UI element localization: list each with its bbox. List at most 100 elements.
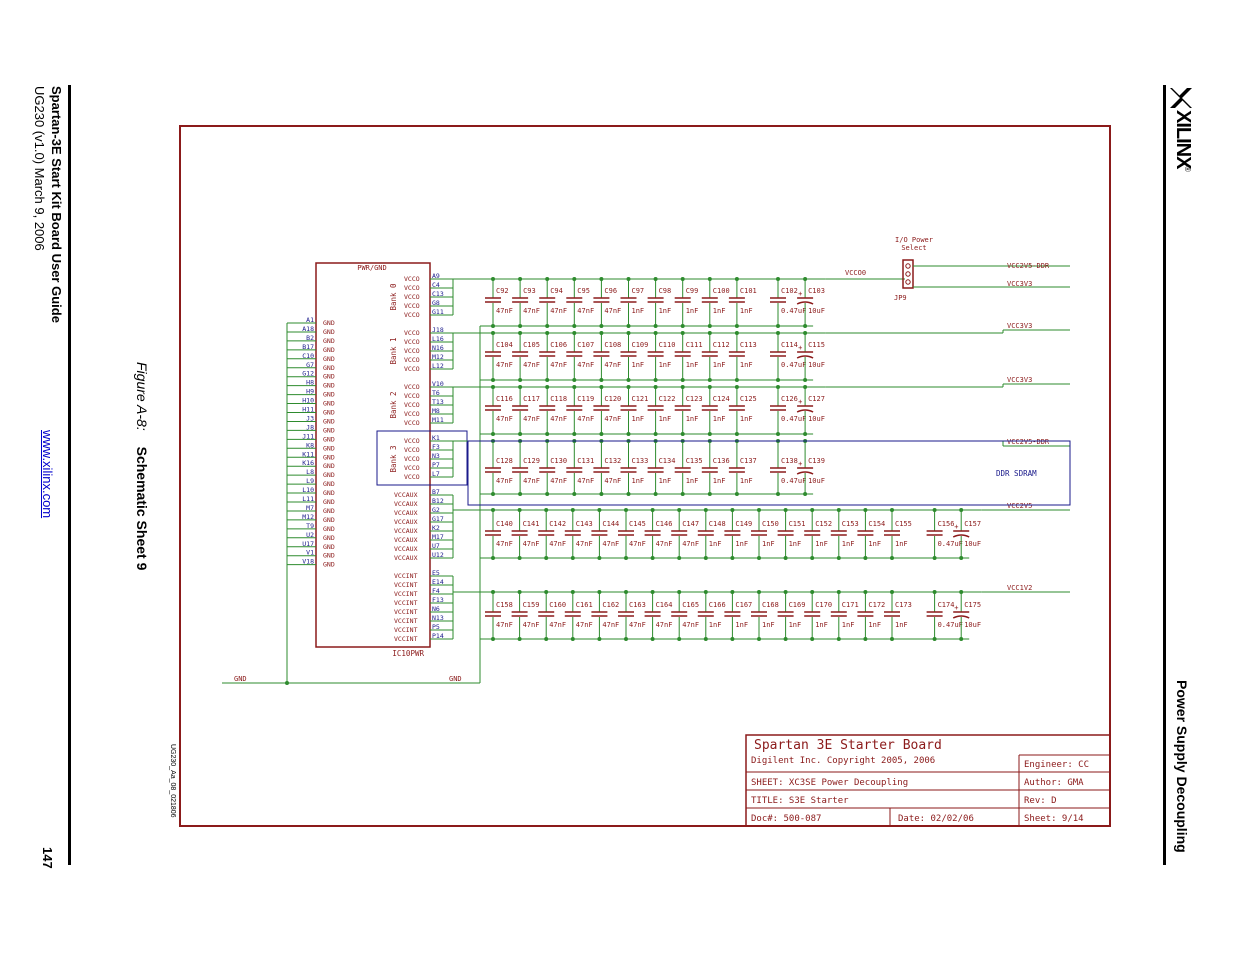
cap-name: C102 bbox=[781, 287, 798, 295]
gnd-pin-label: GND bbox=[323, 525, 335, 533]
cap-name: C109 bbox=[632, 341, 649, 349]
cap-value: 47nF bbox=[523, 361, 540, 369]
cap-gnd-junction bbox=[517, 556, 522, 560]
cap-value: 47nF bbox=[682, 540, 699, 548]
gnd-pin-number: M7 bbox=[306, 504, 314, 512]
cap-gnd-junction bbox=[707, 378, 712, 382]
cap-name: C155 bbox=[895, 520, 912, 528]
cap-value: 47nF bbox=[656, 621, 673, 629]
gnd-pin-label: GND bbox=[323, 453, 335, 461]
cap-name: C99 bbox=[686, 287, 699, 295]
cap-name: C123 bbox=[686, 395, 703, 403]
cap-name: C172 bbox=[868, 601, 885, 609]
bank-pin-label: VCCO bbox=[404, 302, 420, 310]
cap-gnd-junction bbox=[626, 324, 631, 328]
net-label: VCC3V3 bbox=[1007, 322, 1032, 330]
cap-value: 47nF bbox=[577, 307, 594, 315]
gnd-right-label: GND bbox=[449, 675, 462, 683]
cap-value: 0.47uF bbox=[938, 540, 963, 548]
cap-name: C133 bbox=[632, 457, 649, 465]
int-pin-label: VCCINT bbox=[394, 599, 418, 607]
gnd-pin-label: GND bbox=[323, 382, 335, 390]
ic-name: PWR/GND bbox=[357, 264, 387, 272]
gnd-pin-number: L8 bbox=[306, 468, 314, 476]
cap-value: 1nF bbox=[842, 540, 855, 548]
tb-title: TITLE: S3E Starter bbox=[751, 796, 849, 806]
cap-gnd-junction bbox=[734, 432, 739, 436]
cap-value: 1nF bbox=[686, 307, 699, 315]
cap-gnd-junction bbox=[599, 432, 604, 436]
gnd-pin-number: H11 bbox=[302, 406, 314, 414]
cap-value: 47nF bbox=[550, 477, 567, 485]
cap-value: 10uF bbox=[808, 361, 825, 369]
gnd-pin-label: GND bbox=[323, 409, 335, 417]
cap-name: C156 bbox=[938, 520, 955, 528]
cap-polarity: + bbox=[798, 290, 802, 298]
cap-name: C170 bbox=[815, 601, 832, 609]
int-pin-number: F13 bbox=[432, 596, 444, 604]
cap-gnd-junction bbox=[677, 556, 682, 560]
rail-label: VCCO0 bbox=[845, 269, 866, 277]
cap-gnd-junction bbox=[890, 556, 894, 560]
cap-value: 47nF bbox=[602, 540, 619, 548]
cap-name: C162 bbox=[602, 601, 619, 609]
cap-value: 1nF bbox=[895, 621, 908, 629]
gnd-pin-label: GND bbox=[323, 346, 335, 354]
cap-name: C132 bbox=[604, 457, 621, 465]
cap-value: 1nF bbox=[895, 540, 908, 548]
int-pin-number: N13 bbox=[432, 614, 444, 622]
cap-name: C101 bbox=[740, 287, 757, 295]
cap-name: C124 bbox=[713, 395, 730, 403]
gnd-pin-number: K11 bbox=[302, 450, 314, 458]
int-pin-label: VCCINT bbox=[394, 572, 418, 580]
gnd-pin-number: B17 bbox=[302, 343, 314, 351]
gnd-pin-number: L9 bbox=[306, 477, 314, 485]
cap-gnd-junction bbox=[776, 378, 780, 382]
cap-gnd-junction bbox=[734, 492, 739, 496]
cap-value: 0.47uF bbox=[938, 621, 963, 629]
cap-value: 47nF bbox=[549, 621, 566, 629]
cap-value: 1nF bbox=[659, 477, 672, 485]
bank-pin-number: T13 bbox=[432, 398, 444, 406]
cap-gnd-junction bbox=[734, 378, 739, 382]
cap-gnd-junction bbox=[491, 378, 495, 382]
cap-name: C128 bbox=[496, 457, 513, 465]
cap-name: C94 bbox=[550, 287, 563, 295]
cap-value: 47nF bbox=[523, 621, 540, 629]
cap-gnd-junction bbox=[680, 432, 685, 436]
cap-value: 1nF bbox=[740, 477, 753, 485]
cap-value: 47nF bbox=[523, 540, 540, 548]
int-pin-number: F4 bbox=[432, 587, 440, 595]
cap-value: 1nF bbox=[686, 415, 699, 423]
cap-name: C93 bbox=[523, 287, 536, 295]
cap-value: 47nF bbox=[577, 415, 594, 423]
cap-polarity: + bbox=[798, 460, 802, 468]
gnd-pin-number: J3 bbox=[306, 414, 314, 422]
title-block bbox=[745, 734, 1111, 827]
cap-name: C159 bbox=[523, 601, 540, 609]
bank-label: Bank 3 bbox=[389, 445, 398, 472]
cap-value: 47nF bbox=[550, 361, 567, 369]
cap-value: 47nF bbox=[523, 307, 540, 315]
bank-pin-label: VCCO bbox=[404, 329, 420, 337]
cap-value: 1nF bbox=[815, 621, 828, 629]
cap-gnd-junction bbox=[677, 637, 682, 641]
int-pin-label: VCCINT bbox=[394, 608, 418, 616]
tb-date: Date: 02/02/06 bbox=[898, 814, 974, 824]
cap-gnd-junction bbox=[517, 637, 522, 641]
cap-gnd-junction bbox=[810, 637, 815, 641]
cap-name: C98 bbox=[659, 287, 672, 295]
cap-value: 1nF bbox=[735, 540, 748, 548]
aux-pin-label: VCCAUX bbox=[394, 491, 418, 499]
bank-pin-number: C4 bbox=[432, 281, 440, 289]
cap-value: 1nF bbox=[735, 621, 748, 629]
cap-gnd-junction bbox=[597, 556, 602, 560]
cap-value: 47nF bbox=[496, 621, 513, 629]
cap-name: C121 bbox=[632, 395, 649, 403]
cap-value: 1nF bbox=[789, 621, 802, 629]
cap-name: C108 bbox=[604, 341, 621, 349]
cap-name: C131 bbox=[577, 457, 594, 465]
cap-gnd-junction bbox=[803, 324, 808, 328]
jp9-net-top-label: VCC2V5-DDR bbox=[1007, 262, 1050, 270]
